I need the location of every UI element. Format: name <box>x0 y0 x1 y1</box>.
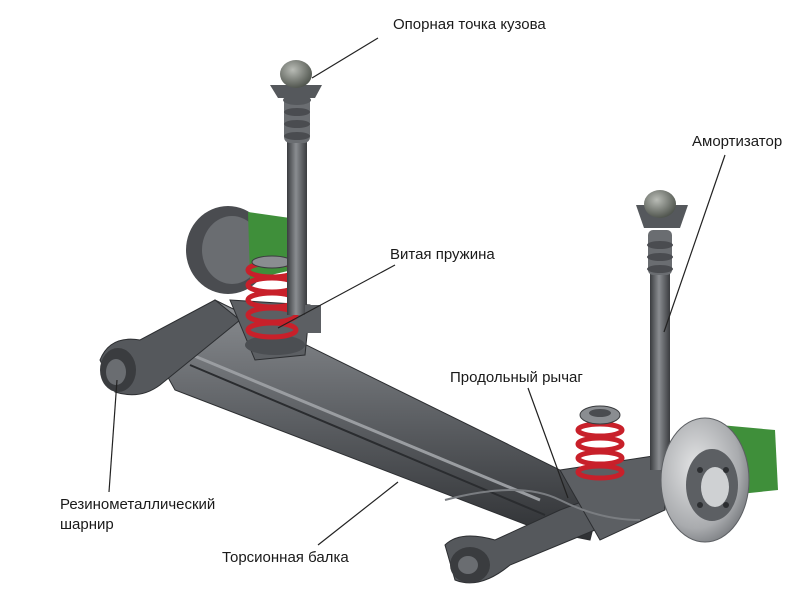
leader-shock-absorber <box>663 154 726 333</box>
right-shock-absorber <box>636 190 688 470</box>
leader-torsion-beam <box>317 481 399 546</box>
leader-bushing <box>108 379 118 493</box>
label-body-mount: Опорная точка кузова <box>393 16 546 33</box>
leader-lines <box>108 37 726 546</box>
label-bushing-line2: шарнир <box>60 516 114 533</box>
left-brake-drum <box>186 206 292 294</box>
label-shock-absorber: Амортизатор <box>692 133 783 150</box>
label-coil-spring: Витая пружина <box>390 246 495 263</box>
left-shock-absorber <box>270 60 322 333</box>
left-trailing-arm <box>99 299 241 396</box>
leader-coil-spring <box>277 264 396 329</box>
leader-trailing-arm <box>527 387 569 499</box>
label-torsion-beam: Торсионная балка <box>222 549 349 566</box>
right-brake-disc <box>660 417 778 543</box>
leader-body-mount <box>311 37 379 79</box>
right-coil-spring <box>575 421 625 481</box>
brake-line <box>444 489 641 521</box>
left-spring-cap <box>251 255 293 269</box>
label-trailing-arm: Продольный рычаг <box>450 369 583 386</box>
label-bushing-line1: Резинометаллический <box>60 496 216 513</box>
